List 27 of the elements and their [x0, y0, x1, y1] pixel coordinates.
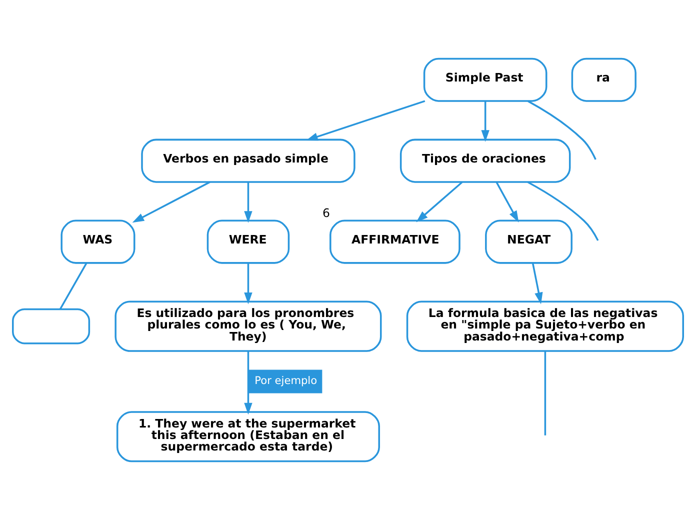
- connector: [527, 181, 599, 241]
- arrow: [532, 263, 543, 304]
- node-box: La formula basica de las negativas en "simple pa Sujeto+verbo en pasado+negativa+comp: [406, 300, 684, 352]
- node-box: WERE: [206, 220, 290, 264]
- node-box: ra: [571, 58, 636, 102]
- node-box: Verbos en pasado simple: [141, 138, 356, 183]
- node-label: 6: [322, 206, 330, 220]
- edge-label: Por ejemplo: [254, 375, 318, 388]
- arrow: [244, 263, 252, 304]
- node-box: 1. They were at the supermarket this afternoon (Estaban en el supermercado esta tarde): [116, 411, 380, 462]
- connector: [60, 262, 88, 310]
- connector: [528, 100, 596, 160]
- arrow: [496, 182, 519, 222]
- connector: [544, 351, 546, 436]
- node-box: WAS: [60, 220, 136, 264]
- arrow: [244, 182, 252, 223]
- node-box: Simple Past: [423, 58, 548, 102]
- arrow: [416, 182, 463, 222]
- arrow: [306, 100, 426, 141]
- arrow: [132, 181, 210, 223]
- node-box: Tipos de oraciones: [400, 138, 571, 183]
- node-box: [12, 308, 90, 344]
- arrow: [244, 351, 252, 415]
- node-box: AFFIRMATIVE: [330, 220, 460, 264]
- node-box: Es utilizado para los pronombres plurales como lo es ( You, We, They): [114, 300, 382, 352]
- node-box: NEGAT: [485, 220, 572, 264]
- arrow: [481, 101, 490, 142]
